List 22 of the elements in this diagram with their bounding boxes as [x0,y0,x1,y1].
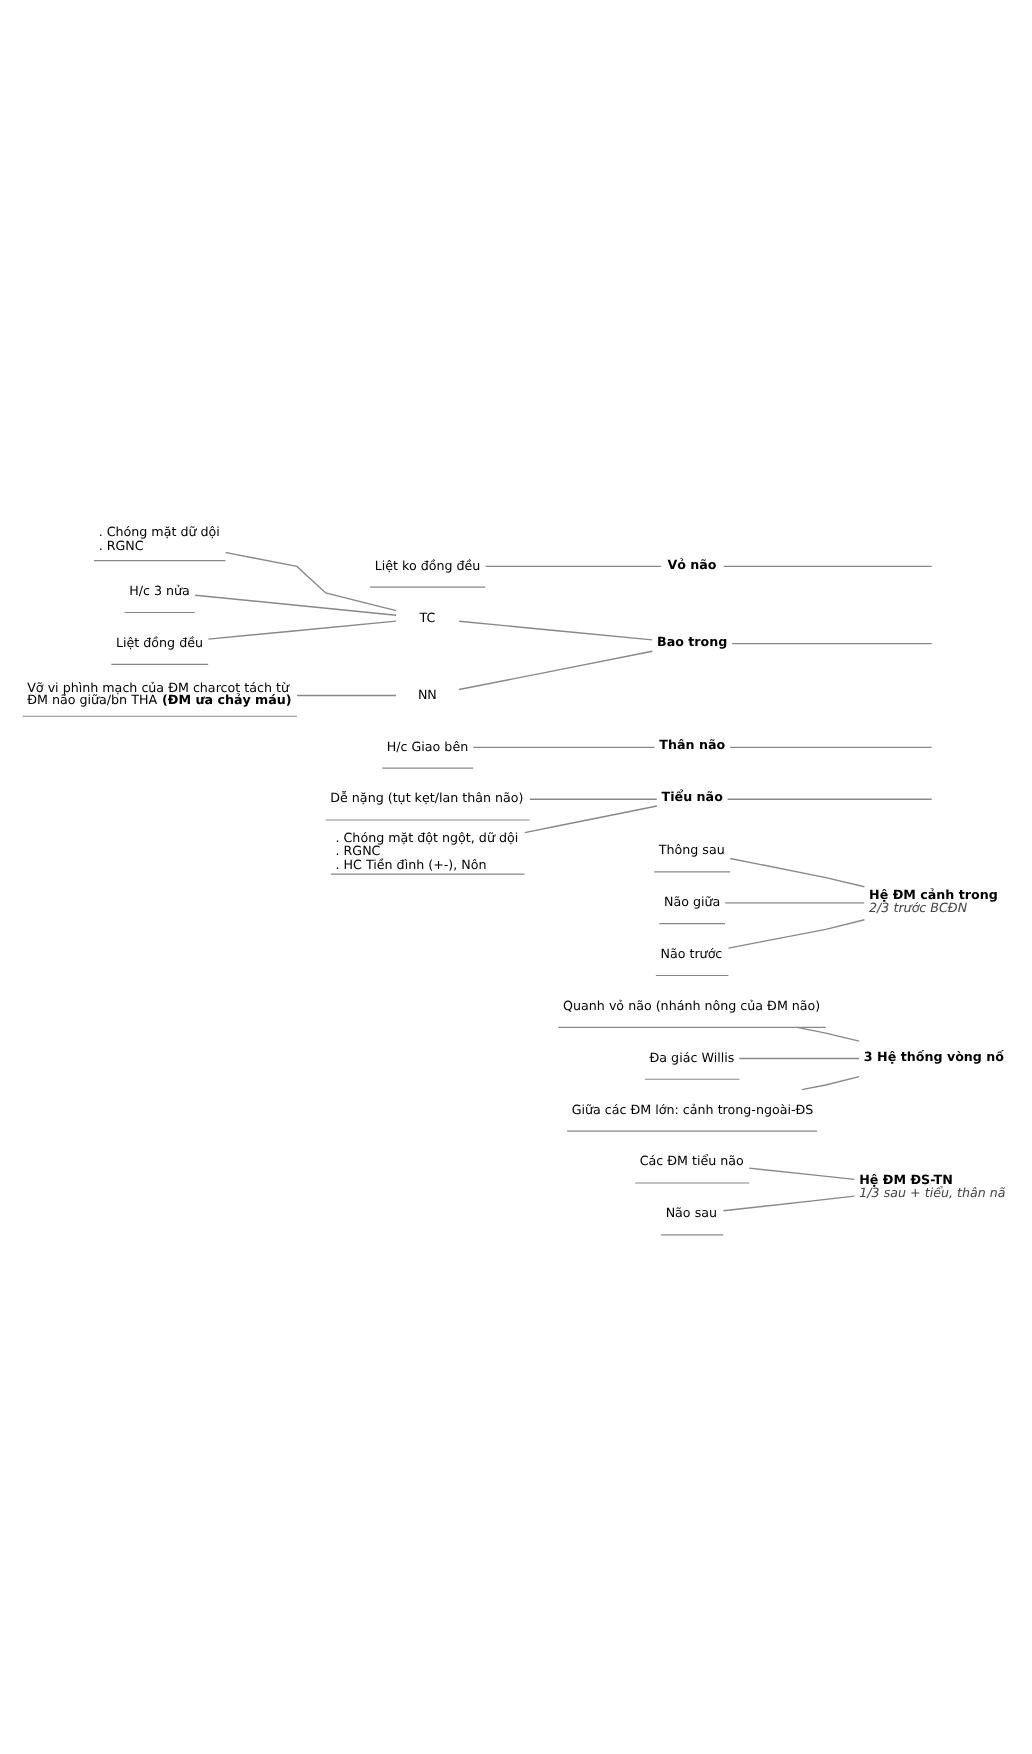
connector [295,694,396,697]
connector [721,565,932,568]
connector [737,1057,859,1060]
connector [726,919,865,949]
connector [723,902,864,904]
connector [523,805,657,834]
connector [483,565,661,568]
connector [206,620,396,640]
connector [728,857,865,888]
connector [721,1195,855,1212]
connector [471,746,655,749]
connector [193,594,396,616]
connector [457,620,653,641]
connector [725,798,932,800]
connector [747,1167,855,1181]
connector [224,551,396,612]
connector [795,1026,859,1042]
connector [528,798,657,800]
connector [730,642,932,645]
connector [728,746,932,749]
connector [457,650,653,691]
connector [800,1076,859,1091]
